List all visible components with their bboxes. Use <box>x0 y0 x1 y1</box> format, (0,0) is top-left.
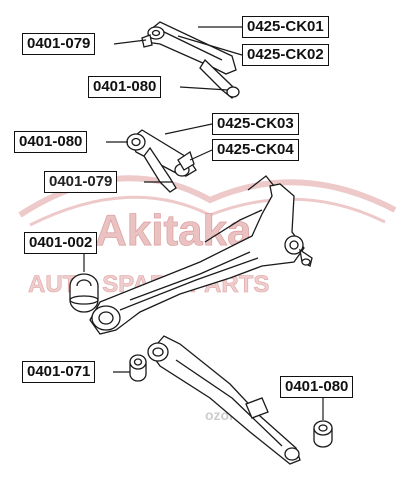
trailing-arm <box>89 175 313 335</box>
leader-lines <box>83 26 324 420</box>
watermark-swoosh-2 <box>29 195 386 227</box>
bushing-0401-002 <box>69 273 99 313</box>
watermark-brand: Akitaka <box>95 206 252 255</box>
label-0425-ck02: 0425-CK02 <box>242 44 329 66</box>
label-0425-ck04: 0425-CK04 <box>212 139 299 161</box>
bushing-0401-080-bottom <box>313 420 333 448</box>
label-0401-080-bottom: 0401-080 <box>280 376 354 398</box>
label-0425-ck03: 0425-CK03 <box>212 113 299 135</box>
label-0401-080-top: 0401-080 <box>88 76 162 98</box>
label-0401-071: 0401-071 <box>22 361 96 383</box>
toe-control-arm <box>126 129 197 193</box>
bushing-0401-071 <box>129 354 147 382</box>
label-0401-002: 0401-002 <box>24 232 98 254</box>
label-0401-079-mid: 0401-079 <box>44 171 118 193</box>
label-0401-080-mid: 0401-080 <box>14 131 88 153</box>
label-0401-079-top: 0401-079 <box>22 33 96 55</box>
label-0425-ck01: 0425-CK01 <box>242 16 329 38</box>
lower-control-arm <box>147 335 301 465</box>
upper-control-arm <box>141 21 240 99</box>
